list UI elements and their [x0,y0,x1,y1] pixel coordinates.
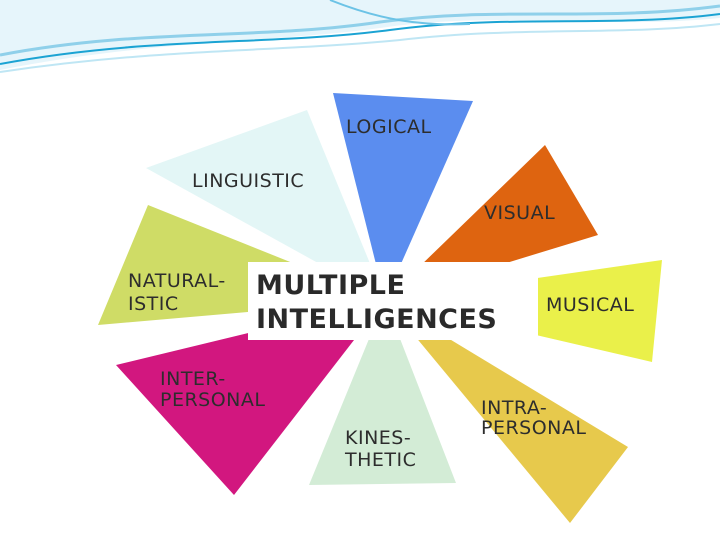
label-kinesthetic-1: KINES- [345,427,411,449]
title-backdrop [248,262,538,340]
title-line-2: INTELLIGENCES [256,304,497,335]
wedge-labels: LOGICAL VISUAL MUSICAL INTRA- PERSONAL K… [128,116,634,471]
label-interpersonal-2: PERSONAL [160,389,265,411]
label-visual: VISUAL [484,202,555,224]
wedge-visual [385,145,598,300]
label-linguistic: LINGUISTIC [192,170,304,192]
wedge-interpersonal [116,300,385,495]
center-title: MULTIPLE INTELLIGENCES [248,262,538,340]
label-musical: MUSICAL [546,294,634,316]
label-naturalistic-1: NATURAL- [128,270,226,292]
label-kinesthetic-2: THETIC [344,449,416,471]
wedge-intrapersonal [385,300,628,523]
wedge-linguistic [146,110,385,300]
label-interpersonal-1: INTER- [160,368,226,390]
label-intrapersonal-2: PERSONAL [481,417,586,439]
label-logical: LOGICAL [346,116,432,138]
title-line-1: MULTIPLE [256,270,405,301]
wedge-kinesthetic [309,300,456,485]
label-naturalistic-2: ISTIC [128,293,179,315]
header-wave-decoration [0,0,720,73]
wedge-logical [333,93,473,300]
label-intrapersonal-1: INTRA- [481,397,547,419]
